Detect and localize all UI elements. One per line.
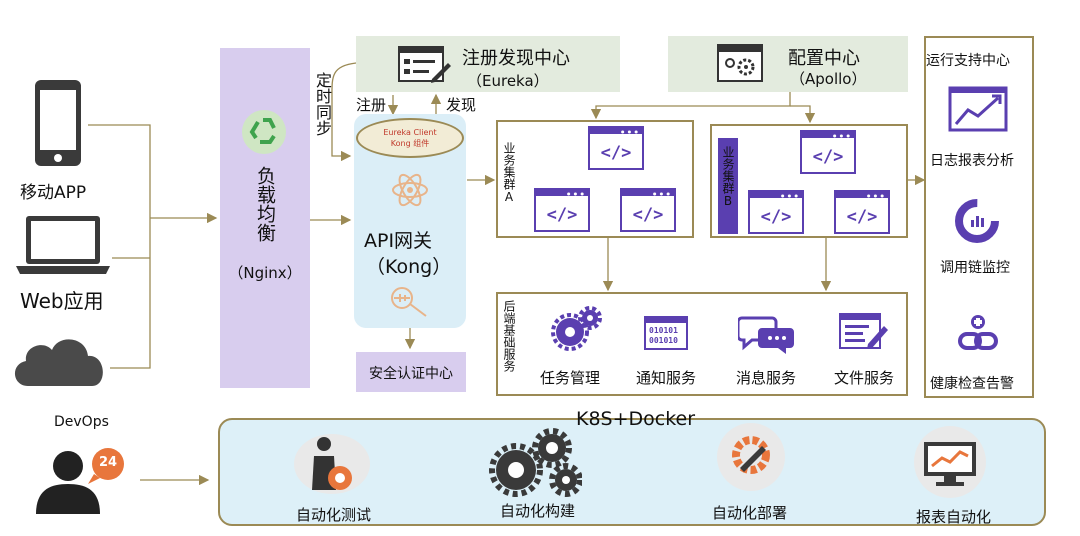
mobile-app-label: 移动APP — [20, 183, 87, 203]
devops-platform-label: K8S+Docker — [576, 408, 696, 430]
service-label: 任务管理 — [540, 369, 601, 387]
cluster-b-label: 业务集群B — [721, 146, 735, 208]
code-window-icon: ● ● ● </> — [588, 126, 644, 170]
binary-line-1: 010101 — [649, 326, 678, 335]
devops-item-label: 报表自动化 — [916, 508, 992, 526]
mobile-client — [30, 80, 90, 170]
service-label: 文件服务 — [834, 369, 895, 387]
code-tag: </> — [760, 207, 792, 227]
discover-label: 发现 — [446, 96, 477, 114]
code-tag: </> — [600, 143, 632, 163]
wrench-icon — [716, 422, 786, 492]
binary-line-2: 001010 — [649, 336, 678, 345]
code-tag: </> — [846, 207, 878, 227]
cloud-icon — [14, 339, 103, 386]
eureka-client-badge: Eureka Client Kong 组件 — [356, 118, 464, 158]
backend-services-label: 后端基础服务 — [502, 300, 516, 372]
eureka-client-badge-line1: Eureka Client — [383, 128, 437, 137]
web-client — [14, 214, 114, 276]
code-window-icon: ● ● ● </> — [748, 190, 804, 234]
ops-item-label: 健康检查告警 — [930, 376, 1014, 392]
config-gear-window-icon — [716, 43, 766, 83]
auth-center-label: 安全认证中心 — [369, 366, 453, 382]
load-balancer-subtitle: （Nginx） — [228, 264, 302, 282]
chart-icon — [948, 86, 1008, 132]
ops-item-label: 调用链监控 — [940, 260, 1010, 276]
config-center-subtitle: （Apollo） — [790, 70, 867, 88]
code-tag: </> — [632, 205, 664, 225]
chain-icon — [954, 312, 1002, 358]
binary-screen-icon: 010101 001010 — [644, 316, 688, 350]
timed-sync-label: 定时同步 — [313, 72, 332, 136]
tester-icon — [292, 430, 372, 496]
gears-icon — [486, 428, 583, 498]
auth-center-panel: 安全认证中心 — [356, 352, 466, 392]
code-tag: </> — [546, 205, 578, 225]
smartphone-icon — [35, 80, 81, 166]
devops-item-label: 自动化部署 — [712, 504, 788, 522]
support-person-icon: 24 — [30, 440, 130, 516]
load-balancer-title: 负载均衡 — [254, 166, 276, 242]
service-label: 通知服务 — [636, 369, 697, 387]
eureka-client-badge-line2: Kong 组件 — [390, 139, 430, 148]
code-window-icon: ● ● ● </> — [620, 188, 676, 232]
config-center-title: 配置中心 — [788, 48, 860, 69]
registry-title: 注册发现中心 — [462, 48, 570, 69]
gateway-title: API网关 — [364, 230, 433, 252]
service-label: 消息服务 — [736, 369, 797, 387]
ops-support-title: 运行支持中心 — [926, 53, 1010, 69]
devops-badge: 24 — [98, 455, 118, 470]
monitor-chart-icon — [912, 426, 988, 498]
code-window-icon: ● ● ● </> — [534, 188, 590, 232]
register-label: 注册 — [356, 96, 387, 114]
devops-item-label: 自动化构建 — [500, 502, 576, 520]
cloud-client — [10, 330, 110, 390]
devops-label: DevOps — [54, 414, 109, 430]
atom-icon — [390, 170, 430, 210]
file-edit-icon — [838, 312, 890, 352]
registry-subtitle: （Eureka） — [467, 72, 549, 90]
cluster-b-label-strip — [718, 138, 738, 234]
code-window-icon: ● ● ● </> — [834, 190, 890, 234]
ops-item-label: 日志报表分析 — [930, 153, 1014, 169]
gears-icon — [548, 306, 604, 352]
donut-icon — [952, 196, 1002, 246]
chat-bubbles-icon — [736, 312, 798, 354]
code-tag: </> — [812, 147, 844, 167]
config-center-panel — [668, 36, 908, 92]
gateway-subtitle: （Kong） — [366, 256, 452, 278]
key-icon — [388, 284, 434, 318]
recycle-icon — [236, 104, 292, 160]
cluster-a-label: 业务集群A — [502, 142, 516, 204]
form-edit-icon — [398, 45, 452, 85]
laptop-icon — [16, 216, 110, 274]
web-app-label: Web应用 — [20, 289, 104, 313]
load-balancer-panel — [220, 48, 310, 388]
devops-item-label: 自动化测试 — [296, 506, 372, 524]
code-window-icon: ● ● ● </> — [800, 130, 856, 174]
